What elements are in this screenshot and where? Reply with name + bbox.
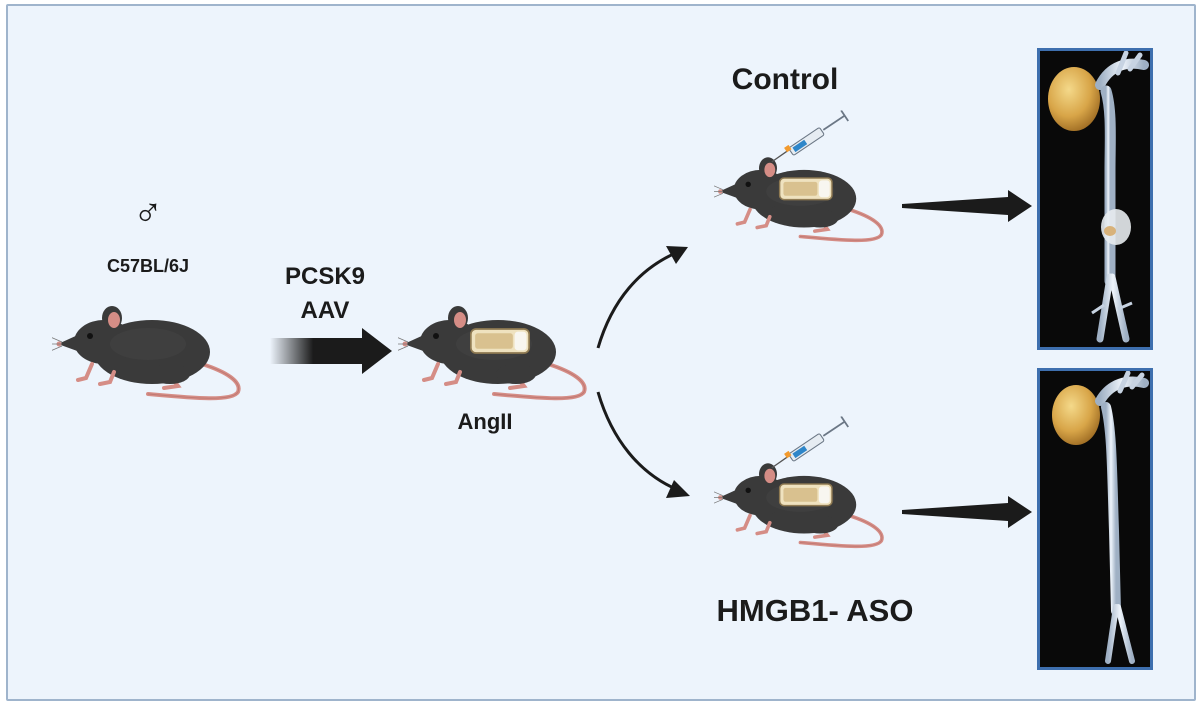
syringe-icon-control: [770, 110, 850, 164]
angii-label: AngII: [457, 409, 513, 434]
strain-label: C57BL/6J: [106, 256, 190, 276]
syringe-icon-aso: [770, 416, 850, 470]
pcsk9-aav-arrow: [270, 328, 392, 374]
osmotic-pump-icon: [778, 177, 833, 201]
male-symbol: ♂: [133, 191, 163, 235]
osmotic-pump-icon: [778, 483, 833, 507]
branch-arrow-control: [596, 246, 688, 349]
treatment-label-aav: AAV: [300, 297, 350, 324]
aorta-illustration: [1052, 370, 1149, 664]
branch-arrow-aso: [596, 391, 690, 498]
result-arrow-aso: [902, 496, 1032, 528]
aorta-illustration: [1048, 50, 1149, 343]
group-label-aso: HMGB1- ASO: [716, 593, 914, 628]
osmotic-pump-icon: [470, 328, 530, 354]
treatment-label-pcsk9: PCSK9: [284, 263, 366, 290]
aorta-photo-control: [1037, 48, 1153, 350]
mouse-icon-angii: [398, 294, 598, 404]
result-arrow-control: [902, 190, 1032, 222]
group-label-control: Control: [731, 63, 839, 96]
aorta-photo-aso: [1037, 368, 1153, 670]
mouse-icon-baseline: [52, 294, 252, 404]
